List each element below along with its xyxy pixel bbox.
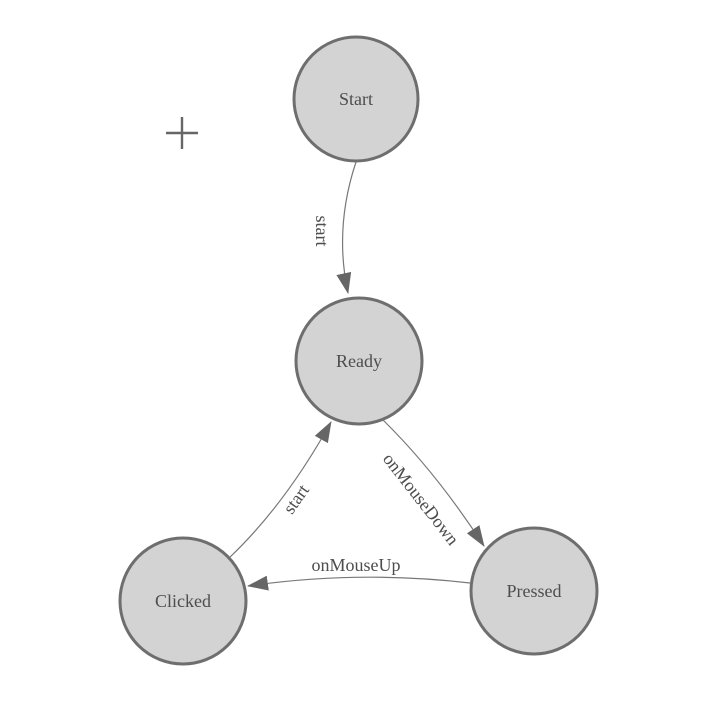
state-circle-start[interactable] bbox=[292, 35, 420, 163]
state-node-clicked[interactable]: Clicked bbox=[118, 536, 248, 666]
transition-path-ready-to-pressed[interactable] bbox=[382, 419, 485, 547]
transition-label-pressed-to-clicked[interactable]: onMouseUp bbox=[312, 555, 401, 575]
transition-path-clicked-to-ready[interactable] bbox=[228, 421, 332, 559]
state-circle-clicked[interactable] bbox=[118, 536, 248, 666]
transition-path-pressed-to-clicked[interactable] bbox=[247, 575, 471, 591]
transition-label-clicked-to-ready[interactable]: start bbox=[279, 481, 313, 518]
state-label-ready: Ready bbox=[336, 351, 382, 371]
state-node-start[interactable]: Start bbox=[292, 35, 420, 163]
origin-crosshair-icon bbox=[166, 117, 198, 149]
transition-clicked-to-ready[interactable]: start bbox=[228, 421, 332, 559]
transition-path-start-to-ready[interactable] bbox=[336, 161, 357, 294]
state-node-ready[interactable]: Ready bbox=[294, 296, 424, 426]
state-circle-pressed[interactable] bbox=[469, 526, 599, 656]
transition-label-ready-to-pressed[interactable]: onMouseDown bbox=[379, 449, 463, 549]
transition-pressed-to-clicked[interactable]: onMouseUp bbox=[247, 555, 471, 591]
state-label-pressed: Pressed bbox=[507, 581, 562, 601]
state-node-pressed[interactable]: Pressed bbox=[469, 526, 599, 656]
transition-start-to-ready[interactable]: start bbox=[312, 161, 357, 294]
transition-ready-to-pressed[interactable]: onMouseDown bbox=[379, 419, 485, 549]
state-label-clicked: Clicked bbox=[155, 591, 211, 611]
transition-label-start-to-ready[interactable]: start bbox=[312, 216, 332, 247]
state-circle-ready[interactable] bbox=[294, 296, 424, 426]
state-label-start: Start bbox=[339, 89, 373, 109]
